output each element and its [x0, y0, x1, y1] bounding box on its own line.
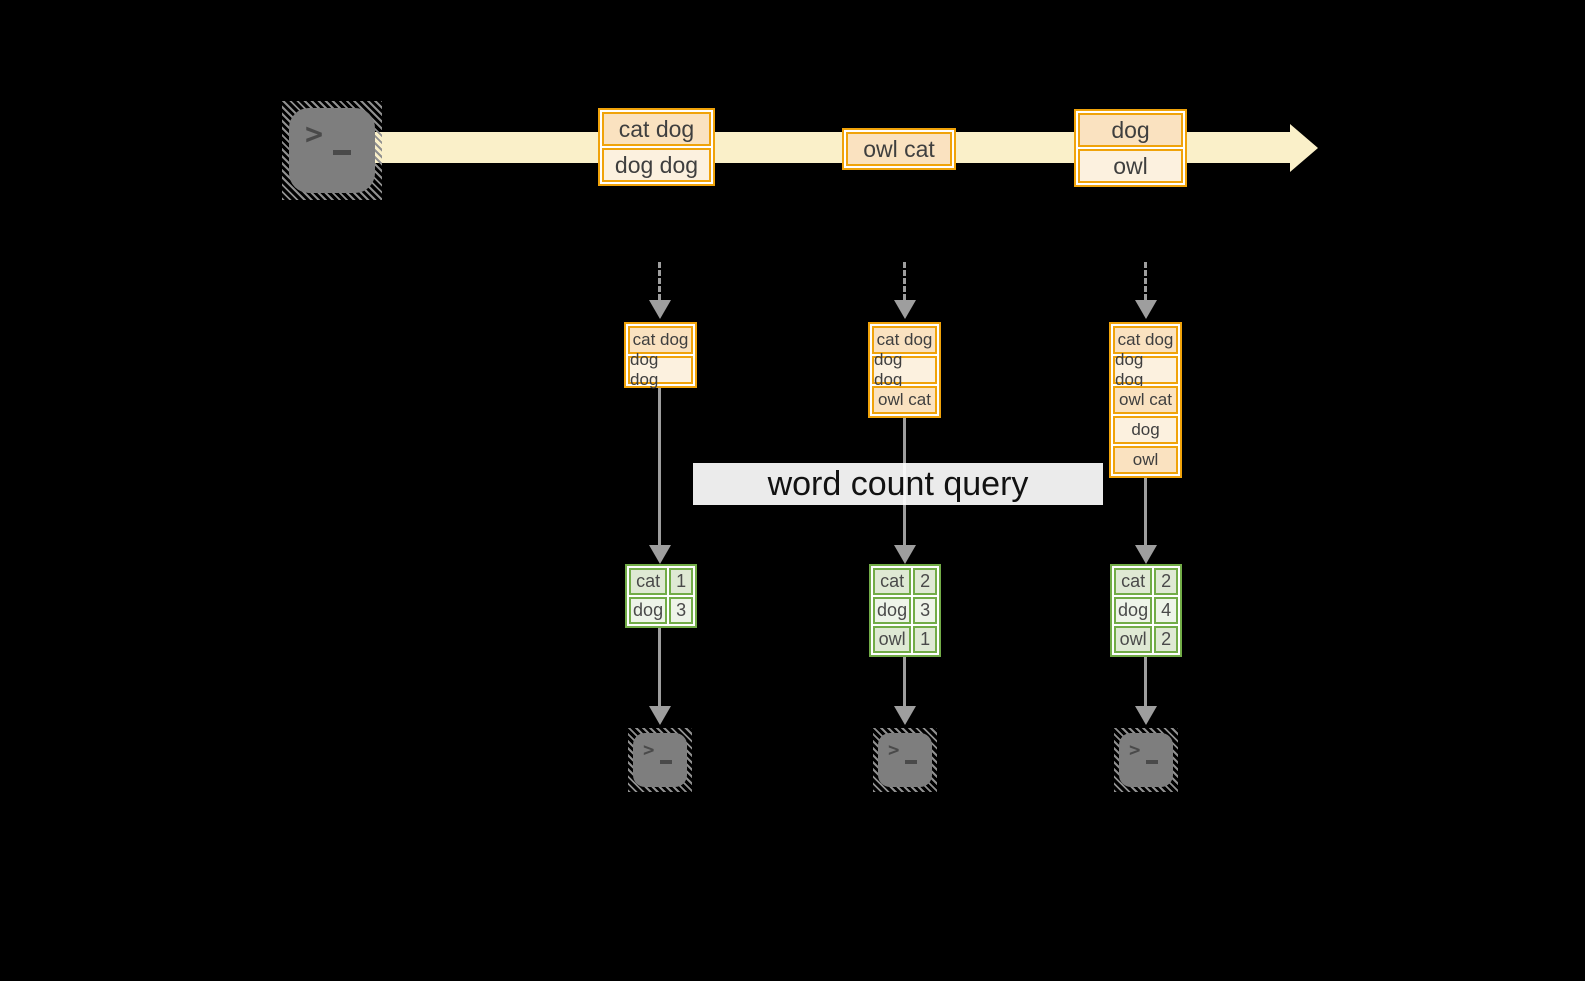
sink-terminal-icon-1: >: [628, 728, 692, 792]
terminal-cursor-icon: [333, 150, 351, 155]
count-word: dog: [873, 597, 912, 624]
dashed-arrowhead: [649, 300, 671, 319]
count-value: 4: [1154, 597, 1178, 624]
count-word: cat: [1114, 568, 1153, 595]
count-value: 2: [913, 568, 937, 595]
terminal-prompt-icon: >: [888, 739, 900, 761]
count-table-3: cat 2 dog 4 owl 2: [1110, 564, 1182, 657]
stream-event-box-1: cat dog dog dog: [598, 108, 715, 186]
count-word: cat: [873, 568, 912, 595]
count-word: dog: [1114, 597, 1153, 624]
state-line: owl cat: [872, 386, 937, 414]
arrowhead: [649, 706, 671, 725]
state-box-3: cat dog dog dog owl cat dog owl: [1109, 322, 1182, 478]
terminal-prompt-icon: >: [1129, 739, 1141, 761]
count-value: 1: [913, 626, 937, 653]
terminal-prompt-icon: >: [643, 739, 655, 761]
state-line: dog dog: [872, 350, 937, 389]
state-line: cat dog: [1113, 326, 1178, 354]
arrow-line: [1144, 657, 1147, 706]
count-word: dog: [629, 597, 668, 624]
arrowhead: [649, 545, 671, 564]
event-line: dog dog: [602, 148, 711, 182]
dashed-arrowhead: [894, 300, 916, 319]
count-word: owl: [1114, 626, 1153, 653]
source-terminal-icon: >: [282, 101, 382, 200]
terminal-screen: >: [1119, 733, 1173, 787]
terminal-cursor-icon: [660, 760, 672, 764]
state-line: cat dog: [628, 326, 693, 354]
state-line: cat dog: [872, 326, 937, 354]
arrowhead: [1135, 545, 1157, 564]
stream-event-box-2: owl cat: [842, 128, 956, 170]
state-line: owl: [1113, 446, 1178, 474]
terminal-screen: >: [289, 108, 375, 193]
arrow-line: [1144, 478, 1147, 546]
arrowhead: [894, 545, 916, 564]
dashed-arrow-line: [903, 262, 906, 300]
event-line: owl: [1078, 149, 1183, 183]
arrow-line: [903, 657, 906, 706]
terminal-screen: >: [633, 733, 687, 787]
terminal-prompt-icon: >: [305, 117, 324, 152]
count-word: owl: [873, 626, 912, 653]
terminal-cursor-icon: [905, 760, 917, 764]
event-line: owl cat: [846, 132, 952, 166]
terminal-cursor-icon: [1146, 760, 1158, 764]
arrow-line: [658, 388, 661, 546]
count-value: 3: [669, 597, 693, 624]
count-table-1: cat 1 dog 3: [625, 564, 697, 628]
arrowhead: [1135, 706, 1157, 725]
state-line: dog: [1113, 416, 1178, 444]
terminal-screen: >: [878, 733, 932, 787]
dashed-arrow-line: [658, 262, 661, 300]
count-value: 1: [669, 568, 693, 595]
event-line: dog: [1078, 113, 1183, 147]
event-line: cat dog: [602, 112, 711, 146]
arrowhead: [894, 706, 916, 725]
dashed-arrowhead: [1135, 300, 1157, 319]
stream-arrowhead: [1290, 124, 1318, 172]
state-line: owl cat: [1113, 386, 1178, 414]
dashed-arrow-line: [1144, 262, 1147, 300]
count-value: 2: [1154, 568, 1178, 595]
count-table-2: cat 2 dog 3 owl 1: [869, 564, 941, 657]
query-label: word count query: [767, 464, 1029, 503]
sink-terminal-icon-2: >: [873, 728, 937, 792]
state-line: dog dog: [1113, 350, 1178, 389]
stream-event-box-3: dog owl: [1074, 109, 1187, 187]
count-value: 2: [1154, 626, 1178, 653]
state-box-1: cat dog dog dog: [624, 322, 697, 389]
state-box-2: cat dog dog dog owl cat: [868, 322, 941, 418]
arrow-line: [658, 628, 661, 706]
query-band: word count query: [693, 463, 1103, 505]
count-word: cat: [629, 568, 668, 595]
sink-terminal-icon-3: >: [1114, 728, 1178, 792]
count-value: 3: [913, 597, 937, 624]
state-line: dog dog: [628, 350, 693, 389]
